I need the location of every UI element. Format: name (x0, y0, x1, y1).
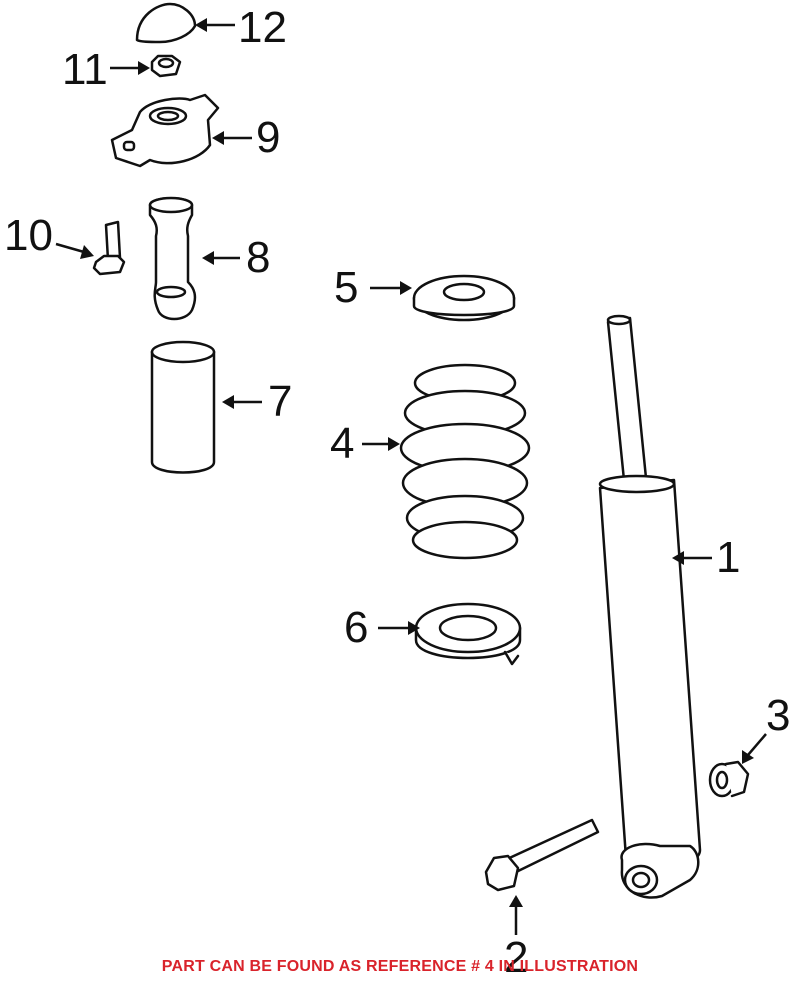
part-3-flange-nut (708, 760, 750, 798)
part-9-upper-mount (110, 93, 220, 168)
callout-2: 2 (504, 933, 529, 982)
callout-9: 9 (256, 113, 281, 162)
arrow-7 (222, 395, 262, 409)
part-6-lower-spring-seat (414, 602, 522, 666)
part-8-bump-stop (148, 196, 197, 321)
part-2-lower-bolt (484, 818, 600, 892)
part-11-nut (150, 54, 182, 78)
part-12-cap (135, 2, 197, 44)
arrow-4 (362, 437, 400, 451)
arrow-11 (110, 61, 150, 75)
arrow-10 (55, 242, 94, 259)
part-4-coil-spring (399, 363, 531, 560)
arrow-12 (195, 18, 235, 32)
part-1-shock-absorber (598, 314, 702, 899)
callout-6: 6 (344, 603, 369, 652)
arrow-3 (742, 733, 767, 764)
callout-1: 1 (716, 533, 741, 582)
part-5-upper-spring-seat (412, 274, 516, 322)
arrow-6 (378, 621, 420, 635)
callout-5: 5 (334, 263, 359, 312)
reference-notice: PART CAN BE FOUND AS REFERENCE # 4 IN IL… (161, 958, 639, 975)
part-7-dust-boot (150, 340, 216, 474)
arrow-5 (370, 281, 412, 295)
callout-4: 4 (330, 419, 355, 468)
arrow-8 (202, 251, 240, 265)
callout-10: 10 (4, 211, 53, 260)
callout-12: 12 (238, 3, 287, 52)
callout-11: 11 (62, 45, 108, 94)
part-10-bolt (92, 220, 126, 276)
arrow-2 (509, 895, 523, 935)
callout-7: 7 (268, 377, 293, 426)
arrow-9 (212, 131, 252, 145)
arrow-1 (672, 551, 712, 565)
callout-8: 8 (246, 233, 271, 282)
callout-3: 3 (766, 691, 791, 740)
